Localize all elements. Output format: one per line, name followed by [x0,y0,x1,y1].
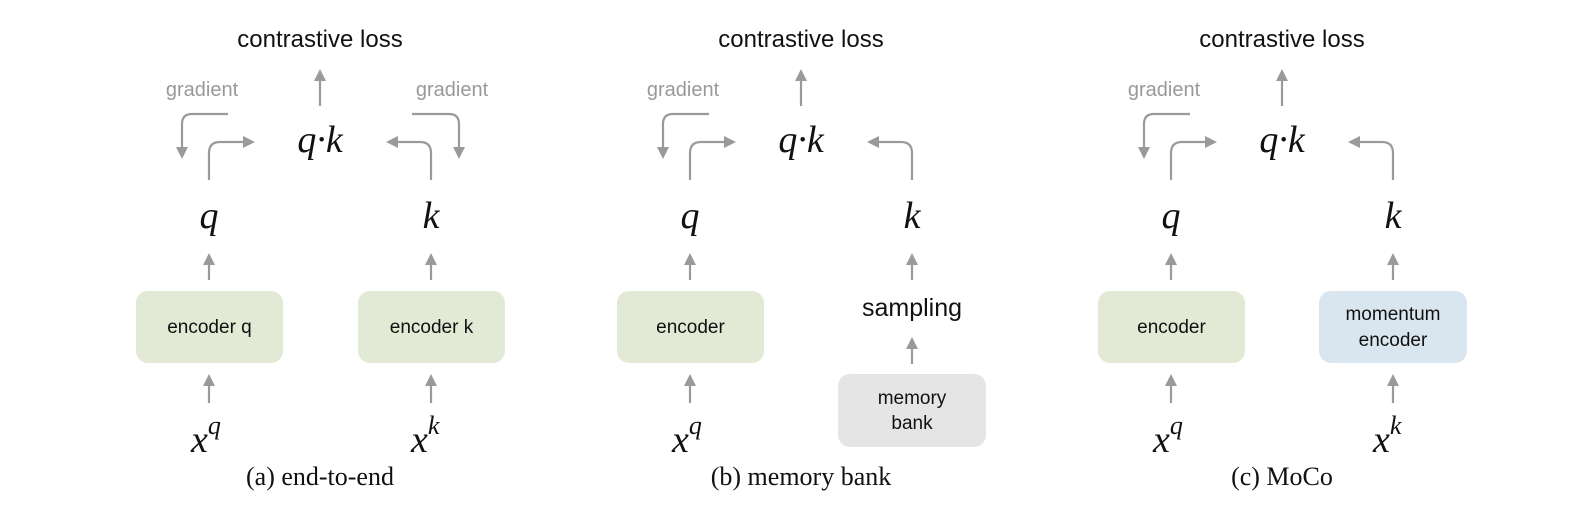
key-input-label: xk [410,411,440,461]
query-input-label: xq [671,411,702,461]
panel-end-to-end: contrastive loss gradient gradient q·k q… [136,26,505,491]
momentum-encoder-label-line-1: momentum [1345,304,1440,325]
query-input-base: x [190,419,208,461]
query-input-label: xq [190,411,221,461]
key-to-product-arrow [867,136,914,180]
loss-arrow [314,69,326,106]
encoder-label: encoder [1137,317,1206,338]
key-label: k [1385,195,1403,237]
left-gradient-arrow [657,112,709,159]
left-gradient-arrow [176,112,228,159]
right-gradient-arrow [412,112,465,159]
loss-arrow [1276,69,1288,106]
key-to-product-arrow [386,136,433,180]
key-input-label: xk [1372,411,1402,461]
left-gradient-label: gradient [166,79,239,101]
encoder-k-label: encoder k [390,317,474,338]
dot-product-label: q·k [778,119,825,161]
caption-memory-bank: (b) memory bank [711,462,892,491]
key-input-base: x [1372,419,1390,461]
right-gradient-label: gradient [416,79,489,101]
dot-product-label: q·k [1259,119,1306,161]
encoder-q-to-query-arrow [203,253,215,280]
title-text: contrastive loss [1199,26,1364,53]
panel-moco: contrastive loss gradient q·k q k [1098,26,1467,491]
query-to-product-arrow [688,136,736,180]
encoder-q-box [136,291,283,363]
dot-product-label: q·k [297,119,344,161]
memory-bank-label-line-1: memory [878,388,947,409]
query-input-superscript: q [1170,411,1183,440]
query-input-superscript: q [208,411,221,440]
query-to-product-arrow [207,136,255,180]
title-text: contrastive loss [237,26,402,53]
encoder-to-query-arrow [1165,253,1177,280]
momentum-encoder-label-line-2: encoder [1359,330,1428,351]
memory-to-sampling-arrow [906,337,918,364]
query-input-superscript: q [689,411,702,440]
key-input-arrow [425,374,437,403]
query-input-arrow [203,374,215,403]
query-label: q [681,195,700,237]
key-input-superscript: k [1390,411,1402,440]
query-input-base: x [1152,419,1170,461]
query-input-arrow [684,374,696,403]
encoder-box [1098,291,1245,363]
loss-arrow [795,69,807,106]
query-label: q [200,195,219,237]
left-gradient-arrow [1138,112,1190,159]
encoder-to-query-arrow [684,253,696,280]
caption-moco: (c) MoCo [1231,462,1333,491]
encoder-label: encoder [656,317,725,338]
title-text: contrastive loss [718,26,883,53]
memory-bank-label-line-2: bank [891,413,933,434]
key-input-arrow [1387,374,1399,403]
left-gradient-label: gradient [1128,79,1201,101]
panel-memory-bank: contrastive loss gradient q·k q k [617,26,986,491]
key-input-superscript: k [428,411,440,440]
sampling-to-key-arrow [906,253,918,280]
sampling-label: sampling [862,294,962,322]
left-gradient-label: gradient [647,79,720,101]
key-label: k [423,195,441,237]
encoder-k-to-key-arrow [425,253,437,280]
encoder-q-label: encoder q [167,317,252,338]
key-label: k [904,195,922,237]
momentum-encoder-box [1319,291,1467,363]
key-input-base: x [410,419,428,461]
memory-bank-box [838,374,986,447]
momentum-encoder-to-key-arrow [1387,253,1399,280]
key-to-product-arrow [1348,136,1395,180]
query-input-base: x [671,419,689,461]
encoder-k-box [358,291,505,363]
query-input-label: xq [1152,411,1183,461]
encoder-box [617,291,764,363]
query-label: q [1162,195,1181,237]
query-input-arrow [1165,374,1177,403]
caption-end-to-end: (a) end-to-end [246,462,394,491]
query-to-product-arrow [1169,136,1217,180]
